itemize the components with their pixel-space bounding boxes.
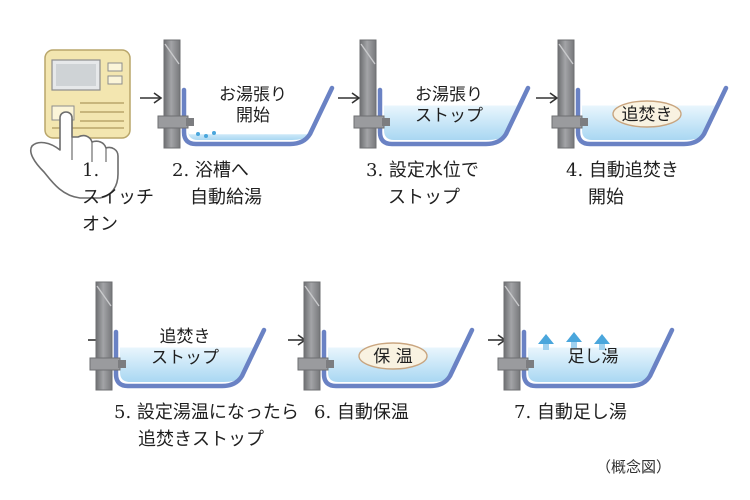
pipe-icon — [359, 39, 377, 149]
step-7-caption: 7. 自動足し湯 — [514, 402, 627, 423]
step-2-caption: 2. 浴槽へ 自動給湯 — [172, 160, 262, 208]
tub-label: ストップ — [151, 348, 219, 368]
pipe-icon — [95, 281, 113, 391]
pipe-clamp — [89, 357, 121, 371]
step-4-caption: 4. 自動追焚き 開始 — [566, 160, 685, 208]
arrow-icon — [338, 92, 361, 104]
bubble-icon — [204, 134, 208, 138]
arrow-icon — [536, 92, 559, 104]
pipe-clamp — [157, 115, 189, 129]
label-oval — [358, 342, 428, 370]
up-arrow-icon — [594, 334, 610, 344]
water-fill — [188, 130, 313, 140]
tub-label: 足し湯 — [568, 347, 619, 367]
pointing-hand-icon — [29, 111, 119, 199]
bubble-icon — [196, 132, 200, 136]
step-6-caption: 6. 自動保温 — [314, 402, 409, 423]
tub-step-6: 保 温 — [297, 281, 475, 391]
pipe-clamp — [353, 115, 385, 129]
label-oval — [612, 100, 682, 128]
tub-label: ストップ — [415, 106, 483, 126]
water-fill — [384, 105, 522, 140]
step-1-remote-control — [44, 49, 131, 139]
bathtub-outline — [521, 327, 675, 389]
arrow-icon — [288, 334, 307, 346]
tub-label: お湯張り — [415, 85, 483, 105]
bathtub-outline — [113, 327, 267, 389]
bathtubs: お湯張り開始お湯張りストップ追焚き追焚きストップ保 温足し湯 — [89, 39, 729, 391]
tub-label: お湯張り — [219, 85, 287, 105]
up-arrow-icon — [566, 332, 582, 342]
bathtub-outline — [575, 85, 729, 147]
bathtub-outline — [181, 85, 335, 147]
tub-label: 追焚き — [622, 105, 673, 125]
tub-label: 開始 — [236, 106, 270, 126]
arrow-icon — [140, 92, 163, 104]
pipe-clamp — [551, 115, 583, 129]
pipe-clamp — [497, 357, 529, 371]
water-fill — [528, 347, 666, 382]
conceptual-diagram-note: （概念図） — [596, 458, 671, 476]
tub-label: 保 温 — [373, 347, 412, 367]
arrow-icon — [488, 334, 507, 346]
pipe-icon — [163, 39, 181, 149]
tub-label: 追焚き — [160, 327, 211, 347]
tub-step-4: 追焚き — [551, 39, 729, 149]
up-arrow-icon — [538, 334, 554, 344]
pipe-icon — [503, 281, 521, 391]
step-3-caption: 3. 設定水位で ストップ — [366, 160, 485, 208]
step-5-caption: 5. 設定湯温になったら 追焚きストップ — [114, 402, 305, 450]
pipe-icon — [557, 39, 575, 149]
tub-step-5: 追焚きストップ — [89, 281, 267, 391]
bubble-icon — [212, 131, 216, 135]
water-fill — [120, 347, 258, 382]
step-captions: 1. スイッチ オン 2. 浴槽へ 自動給湯 3. 設定水位で ストップ 4. … — [82, 160, 685, 476]
pipe-icon — [303, 281, 321, 391]
step-1-caption: 1. スイッチ オン — [82, 160, 160, 235]
bathtub-outline — [321, 327, 475, 389]
bathtub-outline — [377, 85, 531, 147]
pipe-clamp — [297, 357, 329, 371]
tub-step-7: 足し湯 — [497, 281, 675, 391]
